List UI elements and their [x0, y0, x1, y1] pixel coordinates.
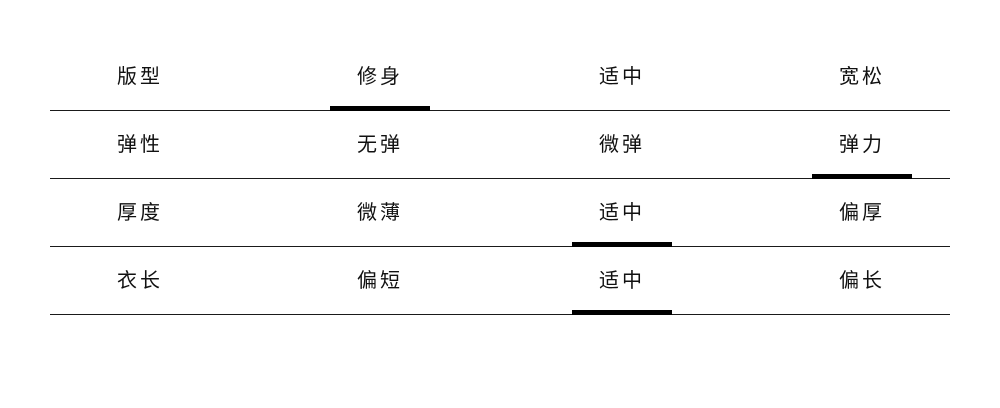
row-label-elasticity: 弹性 — [117, 132, 163, 156]
row-label-length: 衣长 — [117, 268, 163, 292]
option-length-regular: 适中 — [572, 247, 672, 315]
row-elasticity: 弹性 无弹 微弹 弹力 — [50, 111, 950, 179]
option-fit-loose: 宽松 — [839, 64, 885, 88]
size-attribute-table: 版型 修身 适中 宽松 弹性 无弹 微弹 弹力 厚度 微薄 适中 偏厚 衣长 偏… — [50, 43, 950, 315]
option-fit-slim: 修身 — [330, 43, 430, 111]
option-fit-regular: 适中 — [599, 64, 645, 88]
row-label-thickness: 厚度 — [117, 200, 163, 224]
option-elasticity-none: 无弹 — [357, 132, 403, 156]
row-length: 衣长 偏短 适中 偏长 — [50, 247, 950, 315]
row-fit: 版型 修身 适中 宽松 — [50, 43, 950, 111]
option-thickness-medium: 适中 — [572, 179, 672, 247]
row-thickness: 厚度 微薄 适中 偏厚 — [50, 179, 950, 247]
option-length-long: 偏长 — [839, 268, 885, 292]
option-elasticity-slight: 微弹 — [599, 132, 645, 156]
option-thickness-thick: 偏厚 — [839, 200, 885, 224]
option-length-short: 偏短 — [357, 268, 403, 292]
row-label-fit: 版型 — [117, 64, 163, 88]
option-thickness-thin: 微薄 — [357, 200, 403, 224]
option-elasticity-stretch: 弹力 — [812, 111, 912, 179]
